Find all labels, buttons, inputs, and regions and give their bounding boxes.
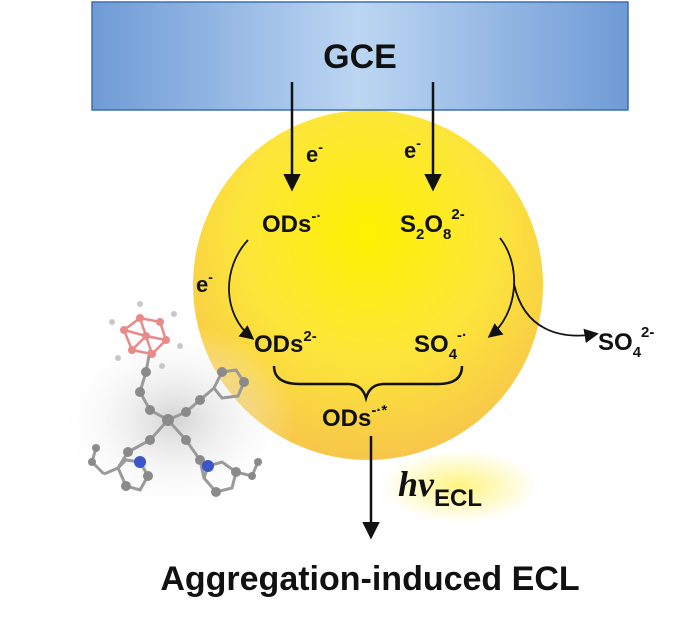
ods-radical-anion-sup: -· <box>311 208 321 225</box>
electron-label-left: e- <box>306 139 323 167</box>
molecule-illustration <box>55 301 295 515</box>
emission-label: hvECL <box>398 464 482 512</box>
reaction-sphere <box>193 110 543 460</box>
electron-label-left-sup: - <box>318 139 323 155</box>
sulfate-radical-base: SO <box>414 331 449 358</box>
molecule-shadow <box>55 325 295 515</box>
species-ods-radical-anion: ODs-· <box>262 208 321 238</box>
caption: Aggregation-induced ECL <box>160 560 579 598</box>
emission-sub: ECL <box>434 485 482 512</box>
electron-label-right-base: e <box>404 138 416 163</box>
emission-hv: hv <box>398 464 435 504</box>
molecule-nitrogen-atoms <box>134 456 214 472</box>
ods-dianion-sup: 2- <box>303 328 316 345</box>
ods-dianion-base: ODs <box>254 331 303 358</box>
electron-label-middle-sup: - <box>208 269 213 285</box>
species-ods-excited: ODs-·* <box>322 402 387 432</box>
sulfate-radical-sup: -· <box>457 327 467 344</box>
persulfate-sub1: 2 <box>416 226 424 243</box>
electron-label-middle-base: e <box>196 272 208 297</box>
reduction-arrow-left <box>228 239 255 340</box>
ods-radical-anion-base: ODs <box>262 211 311 238</box>
electron-label-right-sup: - <box>416 135 421 151</box>
species-sulfate: SO4 2- <box>598 324 654 361</box>
persulfate-sub2: 8 <box>443 226 451 243</box>
sulfate-base: SO <box>598 329 633 356</box>
species-persulfate: S2O82- <box>400 206 465 243</box>
species-sulfate-radical: SO4 -· <box>414 327 467 363</box>
electron-label-left-base: e <box>306 142 318 167</box>
reduction-arrow-right <box>487 237 515 338</box>
sulfate-radical-sub: 4 <box>449 346 458 363</box>
persulfate-base2: O <box>424 211 443 238</box>
sulfate-sup: 2- <box>641 324 654 341</box>
sulfate-sub: 4 <box>633 344 642 361</box>
combination-brace <box>272 365 464 403</box>
persulfate-base1: S <box>400 211 416 238</box>
persulfate-sup: 2- <box>451 206 464 223</box>
electron-label-middle: e- <box>196 269 213 297</box>
ods-excited-base: ODs <box>322 405 371 432</box>
species-ods-dianion: ODs2- <box>254 328 317 358</box>
electron-label-right: e- <box>404 135 421 163</box>
gce-label: GCE <box>323 38 397 76</box>
emission-glow <box>382 450 538 522</box>
sulfate-branch-arrow <box>513 283 599 343</box>
ods-excited-sup: -·* <box>371 402 387 419</box>
gce-electrode <box>91 1 629 111</box>
